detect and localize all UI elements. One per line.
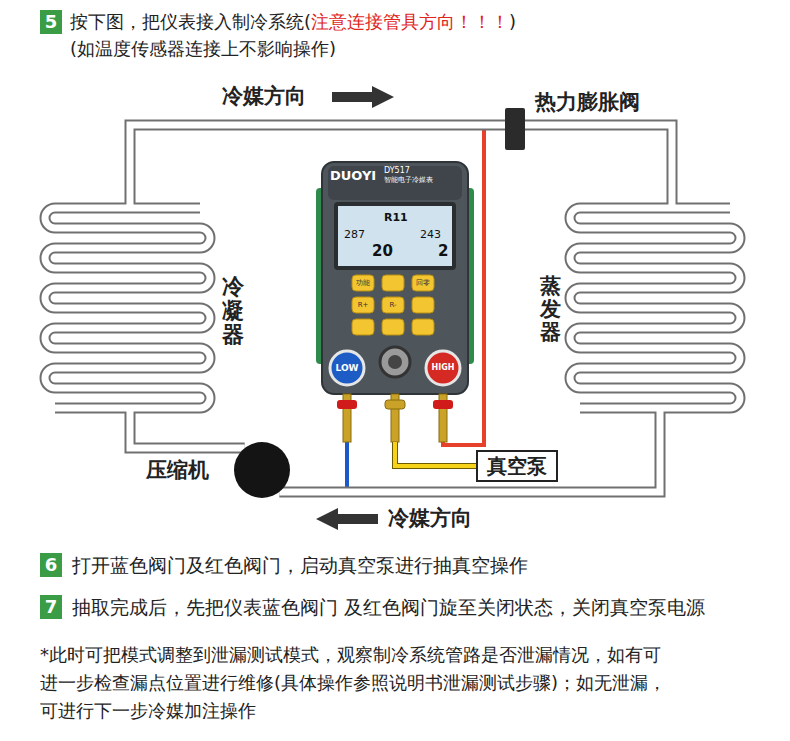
vacuum-pump: 真空泵: [476, 450, 558, 482]
step-number-text: 6: [45, 553, 58, 577]
gauge-top-panel: [328, 166, 462, 200]
valve-handle: [337, 400, 357, 409]
pipe-inner: [279, 425, 660, 492]
gauge-button: [382, 297, 404, 313]
pipe-inner: [130, 425, 245, 448]
step-text: 打开蓝色阀门及红色阀门，启动真空泵进行抽真空操作: [72, 553, 528, 577]
manifold-gauge-text: R-: [382, 297, 404, 313]
manifold-gauge-text: HIGH: [427, 362, 459, 374]
refrigerant-pipe: [279, 425, 660, 492]
flow-label: 冷媒方向: [222, 84, 306, 109]
valve-handle: [433, 400, 453, 409]
condenser-coil: [45, 195, 210, 425]
evaporator: 蒸发器: [535, 195, 750, 425]
center-port: [380, 347, 410, 377]
manifold-gauge-text: R11: [384, 211, 408, 224]
flow-arrow: [316, 508, 378, 530]
gauge-button: [382, 275, 404, 291]
connector-group: [395, 442, 476, 466]
condenser-text: 冷凝器: [222, 275, 244, 348]
flow-label: 冷媒方向: [388, 506, 472, 531]
expansion-valve-text: 热力膨胀阀: [533, 90, 642, 114]
step-text: 抽取完成后，先把仪表蓝色阀门 及红色阀门旋至关闭状态，关闭真空泵电源: [72, 595, 705, 619]
manifold-gauge-text: LOW: [331, 362, 363, 374]
gauge-button: [412, 297, 434, 313]
connector-group: [130, 125, 505, 195]
manifold-gauge: DUOYI DY517智能电子冷媒表 R11 287 243 20 2 功能 回零 R+ R- LOW…: [318, 160, 472, 442]
valve-handle: [385, 400, 405, 409]
center-port-hole: [388, 355, 402, 369]
gauge-button: [412, 319, 434, 335]
vacuum-pump-text: 真空泵: [487, 454, 547, 478]
refrigerant-pipe: [130, 125, 505, 195]
yellow-hose: [395, 442, 476, 466]
pipe-inner: [525, 125, 672, 195]
instruction-text: 按下图，把仪表接入制冷系统(: [70, 10, 311, 34]
connector-group: [279, 425, 660, 492]
compressor-text: 压缩机: [146, 458, 209, 482]
manifold-gauge-text: 回零: [412, 275, 434, 291]
gauge-button: [352, 275, 374, 291]
step-number: 5: [40, 10, 62, 34]
refrigerant-pipe: [130, 425, 245, 448]
evaporator-coil-inner: [570, 195, 740, 425]
pipe-inner: [130, 125, 505, 195]
condenser: 冷凝器: [40, 195, 250, 425]
gauge-screen: [338, 206, 452, 266]
refrigerant-pipe: [525, 125, 672, 195]
flow-arrow: [332, 86, 394, 108]
gauge-button: [352, 297, 374, 313]
connector-group: [130, 425, 245, 448]
manifold-gauge-text: 287: [344, 228, 365, 241]
gauge-button: [412, 275, 434, 291]
step-number: 6: [40, 553, 62, 577]
footnote: *此时可把模式调整到泄漏测试模式，观察制冷系统管路是否泄漏情况，如有可 进一步检…: [40, 641, 768, 725]
screen-bezel: [334, 202, 456, 270]
blue-hose: [345, 440, 349, 490]
manifold-gauge-text: 20: [372, 242, 393, 260]
manifold-gauge-text: 智能电子冷媒表: [384, 176, 433, 185]
step-number: 7: [40, 595, 62, 619]
manifold-gauge-text: DUOYI: [330, 168, 376, 183]
manifold-gauge-text: R+: [352, 297, 374, 313]
step-number-text: 7: [45, 595, 58, 619]
evaporator-coil: [570, 195, 740, 425]
expansion-valve: 热力膨胀阀: [505, 108, 525, 150]
low-knob: [330, 351, 364, 385]
manifold-gauge-text: 243: [420, 228, 441, 241]
compressor: 压缩机: [234, 442, 290, 498]
instruction-text: ): [509, 10, 516, 34]
condenser-coil-inner: [45, 195, 210, 425]
high-knob: [426, 351, 460, 385]
hose-core: [395, 442, 476, 466]
manifold-gauge-text: DY517: [384, 166, 410, 175]
gauge-button: [382, 319, 404, 335]
step-number-text: 5: [45, 10, 58, 34]
gauge-body: [322, 162, 468, 394]
manifold-gauge-text: 功能: [352, 275, 374, 291]
evaporator-text: 蒸发器: [540, 275, 561, 344]
instruction-note: (如温度传感器连接上不影响操作): [70, 37, 336, 61]
connector-group: [525, 125, 672, 195]
gauge-button: [352, 319, 374, 335]
manifold-gauge-text: 2: [438, 242, 448, 260]
warning-text: 注意连接管具方向！！！: [311, 10, 509, 34]
